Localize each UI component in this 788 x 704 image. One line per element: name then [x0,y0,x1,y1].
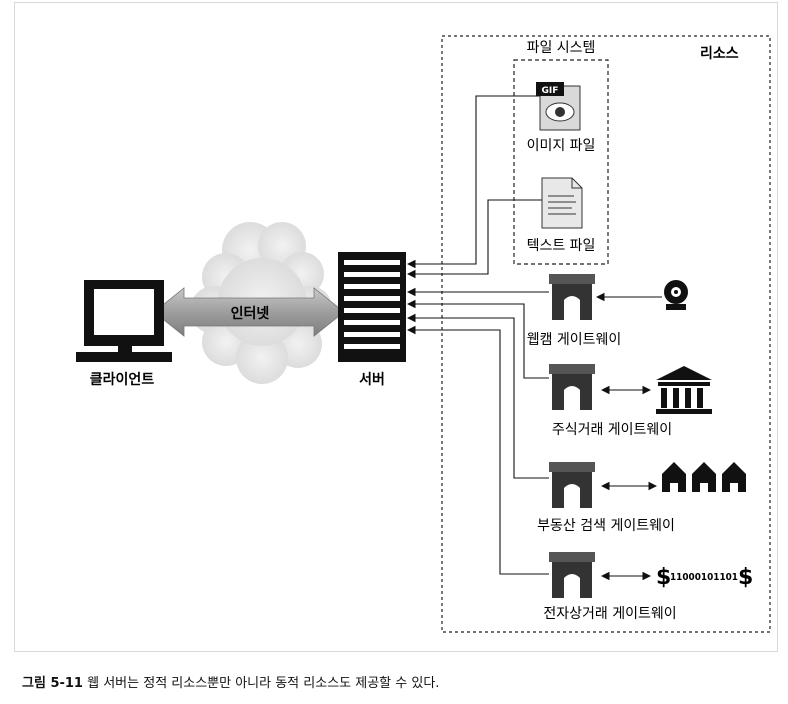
stock-gateway-icon [549,364,595,410]
filesystem-label-bg [518,38,604,58]
caption-label: 그림 5-11 [22,676,83,691]
diagram-frame: 리소스 파일 시스템 인터넷 클라이언트 서 [14,2,778,652]
webcam-gateway-icon [549,274,595,320]
text-file-icon [541,177,583,229]
webcam-icon [664,280,688,310]
filesystem-label: 파일 시스템 [527,40,596,56]
server-connections [406,95,549,575]
image-file-label: 이미지 파일 [527,138,596,154]
gif-badge: GIF [542,86,559,96]
image-file-icon [536,82,581,131]
dollar-right: $ [738,565,753,590]
ecommerce-gateway-icon [549,552,595,598]
binary-text: 11000101101 [670,572,738,583]
server-label: 서버 [359,371,385,388]
ecommerce-gateway-label: 전자상거래 게이트웨이 [543,606,676,622]
resources-label: 리소스 [700,46,739,62]
server-icon [338,252,406,362]
resources-box [441,35,771,633]
stock-gateway-label: 주식거래 게이트웨이 [552,422,672,438]
filesystem-box [513,59,609,265]
webcam-gateway-label: 웹캠 게이트웨이 [527,332,622,348]
client-computer-icon [76,280,172,362]
architecture-diagram: 리소스 파일 시스템 인터넷 클라이언트 서 [14,2,778,652]
caption-text: 웹 서버는 정적 리소스뿐만 아니라 동적 리소스도 제공할 수 있다. [87,676,440,691]
frame-border [14,2,778,652]
houses-icon [662,462,746,492]
realestate-gateway-icon [549,462,595,508]
figure-caption: 그림 5-11 웹 서버는 정적 리소스뿐만 아니라 동적 리소스도 제공할 수… [22,672,439,691]
dollar-left: $ [656,565,671,590]
text-file-label: 텍스트 파일 [527,238,596,254]
realestate-gateway-label: 부동산 검색 게이트웨이 [537,518,675,534]
internet-label: 인터넷 [231,305,270,322]
client-label: 클라이언트 [90,371,155,388]
bank-icon [656,366,712,414]
